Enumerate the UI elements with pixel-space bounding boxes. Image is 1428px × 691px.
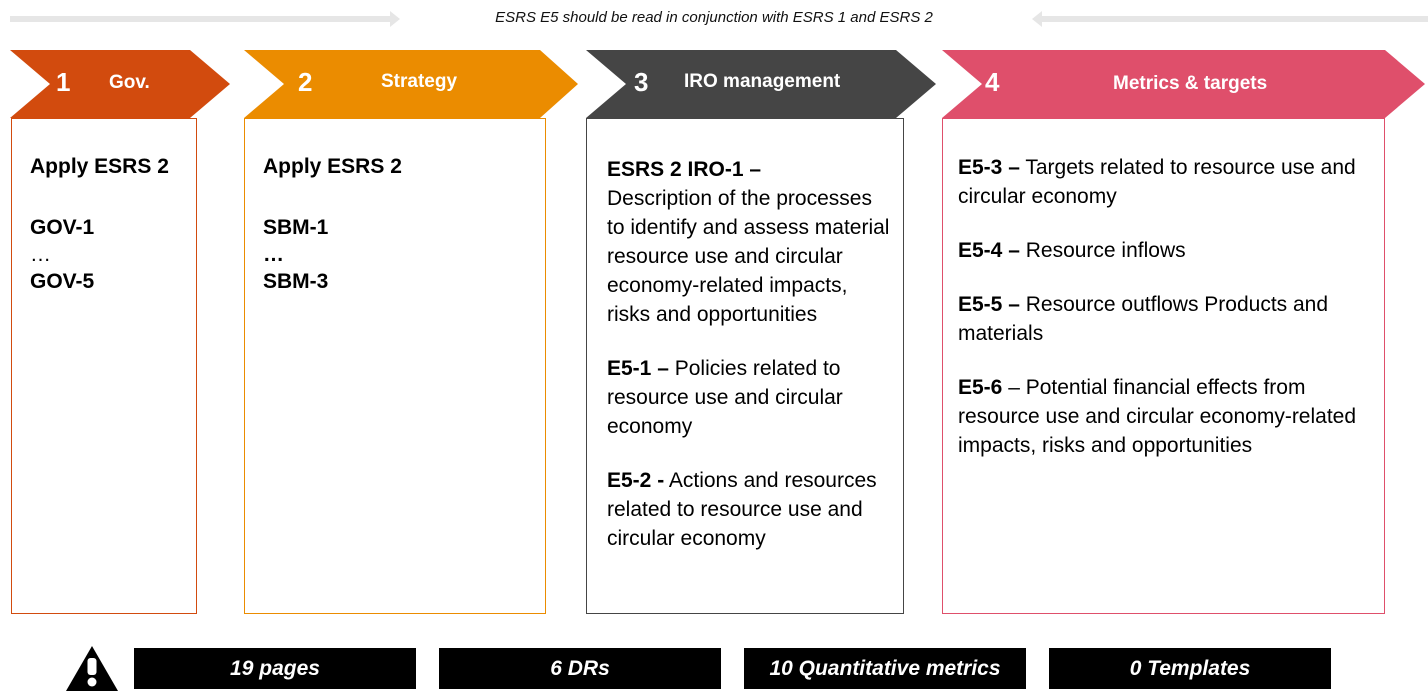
badge-pages: 19 pages [134,648,416,689]
step-title: IRO management [684,71,841,92]
iro-content: ESRS 2 IRO-1 – Description of the proces… [607,155,895,575]
chevron-gov [10,50,230,118]
gov-first: GOV-1 [30,216,95,239]
header-arrow-left-icon [1032,11,1042,27]
header-note: ESRS E5 should be read in conjunction wi… [495,9,933,26]
chevron-strategy [244,50,578,118]
header-line-right [1042,16,1428,22]
gov-apply: Apply ESRS 2 [30,155,169,178]
chevron-metrics-label: 4 Metrics & targets [0,50,1428,118]
strategy-apply: Apply ESRS 2 [263,155,402,178]
step-number: 2 [298,67,313,97]
iro-item-text: Policies related to resource use and cir… [607,357,843,438]
metrics-item-code: E5-3 – [958,156,1020,179]
strategy-last: SBM-3 [263,270,329,293]
chevron-iro-label: 3 IRO management [0,50,940,118]
iro-item-code: E5-1 – [607,357,669,380]
metrics-item-2: E5-4 – Resource inflows [958,236,1378,265]
iro-item-text: Actions and resources related to resourc… [607,469,877,550]
iro-box: ESRS 2 IRO-1 – Description of the proces… [586,118,904,614]
chevron-iro [586,50,936,118]
strategy-content: Apply ESRS 2 SBM-1 … SBM-3 [263,152,533,298]
strategy-ellipsis: … [263,243,284,266]
badge-templates: 0 Templates [1049,648,1331,689]
iro-item-3: E5-2 - Actions and resources related to … [607,466,895,553]
step-title: Metrics & targets [1113,73,1268,94]
badge-metrics: 10 Quantitative metrics [744,648,1026,689]
step-number: 1 [56,67,71,97]
iro-item-code: E5-2 - [607,469,665,492]
chevron-strategy-label: 2 Strategy [0,50,580,118]
chevron-metrics [942,50,1425,118]
metrics-item-code: E5-6 [958,376,1003,399]
header-arrow-right-icon [390,11,400,27]
step-number: 4 [985,67,1000,97]
metrics-item-text: Targets related to resource use and circ… [958,156,1356,208]
metrics-item-1: E5-3 – Targets related to resource use a… [958,153,1378,211]
metrics-item-text: Resource inflows [1025,239,1186,262]
iro-item-text: Description of the processes to identify… [607,187,890,326]
gov-box: Apply ESRS 2 GOV-1 … GOV-5 [11,118,197,614]
warning-icon [66,646,118,691]
gov-last: GOV-5 [30,270,95,293]
strategy-box: Apply ESRS 2 SBM-1 … SBM-3 [244,118,546,614]
chevron-gov-label: 1 Gov. [0,50,230,118]
iro-item-code: ESRS 2 IRO-1 – [607,158,762,181]
step-title: Strategy [381,71,458,92]
header-line-left [10,16,392,22]
badge-drs: 6 DRs [439,648,721,689]
metrics-item-code: E5-5 – [958,293,1020,316]
metrics-content: E5-3 – Targets related to resource use a… [958,153,1378,482]
gov-content: Apply ESRS 2 GOV-1 … GOV-5 [30,152,200,298]
iro-item-2: E5-1 – Policies related to resource use … [607,354,895,441]
strategy-first: SBM-1 [263,216,329,239]
metrics-item-text: Resource outflows Products and materials [958,293,1329,345]
iro-item-1: ESRS 2 IRO-1 – Description of the proces… [607,155,895,329]
metrics-box: E5-3 – Targets related to resource use a… [942,118,1385,614]
metrics-item-text: – Potential financial effects from resou… [958,376,1357,457]
step-title: Gov. [109,72,150,93]
chevron-row [10,50,1425,118]
metrics-item-4: E5-6 – Potential financial effects from … [958,373,1378,460]
metrics-item-3: E5-5 – Resource outflows Products and ma… [958,290,1378,348]
gov-ellipsis: … [30,243,51,266]
metrics-item-code: E5-4 – [958,239,1020,262]
step-number: 3 [634,67,649,97]
